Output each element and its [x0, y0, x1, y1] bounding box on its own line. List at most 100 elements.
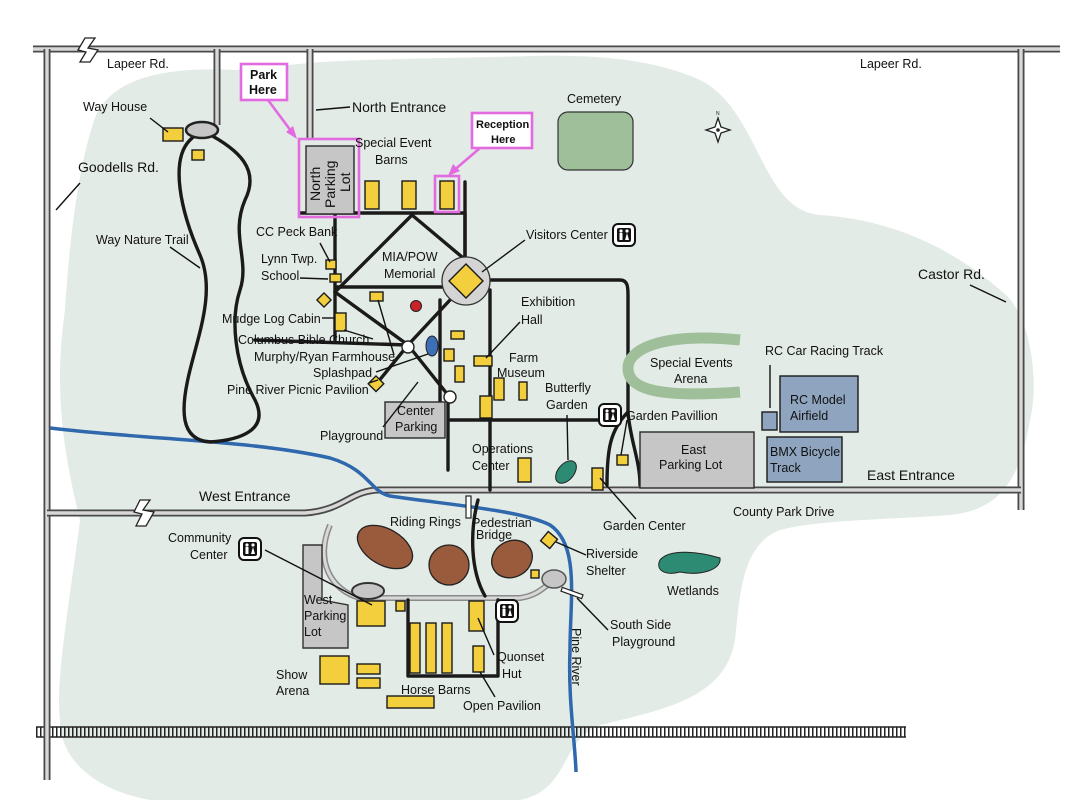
operations-center: [517, 457, 532, 483]
road-break-icon: [77, 37, 100, 63]
special-event-barn-2: [401, 180, 417, 210]
mia-pow-label-1: MIA/POW: [382, 250, 438, 264]
riverside-shelter: [539, 530, 559, 550]
small-building: [450, 330, 465, 340]
show-arena-annex-2: [356, 677, 381, 689]
way-house-loop: [184, 120, 220, 140]
open-pavilion-label: Open Pavilion: [463, 699, 541, 713]
riverside-shelter-label-1: Riverside: [586, 547, 638, 561]
visitors-center-label: Visitors Center: [526, 228, 608, 242]
wetlands: [658, 551, 721, 574]
horse-barn-3: [441, 622, 453, 674]
path-node: [401, 340, 415, 354]
riverside-shelter-label-2: Shelter: [586, 564, 626, 578]
restroom-icon: [238, 537, 262, 561]
farm-museum-1: [479, 395, 493, 419]
mia-pow-marker: [410, 300, 422, 312]
parking-loop: [351, 582, 385, 600]
special-events-arena-label-1: Special Events: [650, 356, 733, 370]
murphy-ryan-label: Murphy/Ryan Farmhouse: [254, 350, 395, 364]
rc-airfield-label-2: Airfield: [790, 409, 828, 423]
show-arena-label-2: Arena: [276, 684, 309, 698]
north-parking-lot: [305, 145, 355, 215]
bmx-track-label-1: BMX Bicycle: [770, 445, 840, 459]
south-side-playground-label-1: South Side: [610, 618, 671, 632]
butterfly-garden-label-1: Butterfly: [545, 381, 592, 395]
castor-rd-label: Castor Rd.: [918, 266, 985, 282]
goodells-rd-label: Goodells Rd.: [78, 159, 159, 175]
north-lot-label-2: Parking: [322, 161, 338, 208]
cc-peck-bank-label: CC Peck Bank: [256, 225, 338, 239]
playground-label: Playground: [320, 429, 383, 443]
park-here-label-1: Park: [250, 68, 277, 82]
restroom-icon: [495, 599, 519, 623]
rings-path: [471, 498, 487, 598]
horse-barns-label: Horse Barns: [401, 683, 470, 697]
rc-car-racing-track: [761, 411, 778, 431]
pedestrian-bridge-label-1: Pedestrian: [472, 516, 532, 530]
horse-barn-2: [425, 622, 437, 674]
reception-callout-box: [433, 174, 461, 214]
splashpad-label: Splashpad: [313, 366, 372, 380]
butterfly-garden-label-2: Garden: [546, 398, 588, 412]
riding-ring-1: [356, 524, 414, 570]
railroad-track: [36, 726, 906, 738]
community-center-label-1: Community: [168, 531, 232, 545]
special-event-barn-1: [364, 180, 380, 210]
farm-museum-label-1: Farm: [509, 351, 538, 365]
way-house-annex: [191, 149, 205, 161]
south-side-playground-label-2: Playground: [612, 635, 675, 649]
small-building: [395, 600, 406, 612]
operations-center-label-1: Operations: [472, 442, 533, 456]
lynn-twp-label-1: Lynn Twp.: [261, 252, 317, 266]
east-entrance-label: East Entrance: [867, 467, 955, 483]
exhibition-hall-label-2: Hall: [521, 313, 543, 327]
north-lot-label-1: North: [307, 167, 323, 201]
farm-museum-label-2: Museum: [497, 366, 545, 380]
west-parking-lot: [302, 544, 349, 649]
quonset-hut-label-2: Hut: [502, 667, 522, 681]
restroom-icon: [598, 403, 622, 427]
restroom-icon: [612, 223, 636, 247]
show-arena-annex-1: [356, 663, 381, 675]
east-parking-lot: [639, 431, 755, 489]
county-park-drive-label: County Park Drive: [733, 505, 834, 519]
south-bridge: [560, 586, 584, 600]
park-here-callout: [239, 62, 289, 102]
wetlands-label: Wetlands: [667, 584, 719, 598]
show-arena: [319, 655, 350, 685]
way-nature-trail-label: Way Nature Trail: [96, 233, 189, 247]
special-event-barns-label-2: Barns: [375, 153, 408, 167]
pedestrian-bridge: [465, 495, 472, 519]
reception-callout: [470, 111, 534, 150]
exhibition-hall: [473, 355, 493, 367]
lapeer-rd-right-label: Lapeer Rd.: [860, 57, 922, 71]
show-arena-label-1: Show: [276, 668, 308, 682]
community-center-label-2: Center: [190, 548, 228, 562]
garden-pavillion: [616, 454, 629, 466]
path-node: [443, 390, 457, 404]
pine-river-label: Pine River: [569, 628, 583, 686]
rc-car-track-label: RC Car Racing Track: [765, 344, 884, 358]
north-lot-label-3: Lot: [337, 172, 353, 192]
west-parking-lot-label-2: Parking: [304, 609, 346, 623]
rc-model-airfield: [779, 375, 859, 433]
bmx-track-label-2: Track: [770, 461, 802, 475]
riding-ring-3: [491, 539, 533, 579]
pedestrian-bridge-label-2: Bridge: [476, 528, 512, 542]
mudge-log-cabin: [315, 291, 333, 309]
park-ground: [59, 55, 1034, 800]
riding-ring-2: [428, 544, 470, 586]
farm-museum-2: [493, 377, 505, 401]
cul-de-sac: [541, 569, 567, 589]
open-pavilion: [472, 645, 485, 673]
cc-peck-bank: [325, 259, 337, 270]
pine-river-picnic-pavilion: [367, 374, 385, 393]
compass-icon: N: [703, 111, 733, 145]
center-parking-lot: [384, 401, 446, 439]
mia-pow-label-2: Memorial: [384, 267, 435, 281]
pine-river: [49, 426, 578, 773]
way-house-label: Way House: [83, 100, 147, 114]
rc-airfield-label-1: RC Model: [790, 393, 846, 407]
